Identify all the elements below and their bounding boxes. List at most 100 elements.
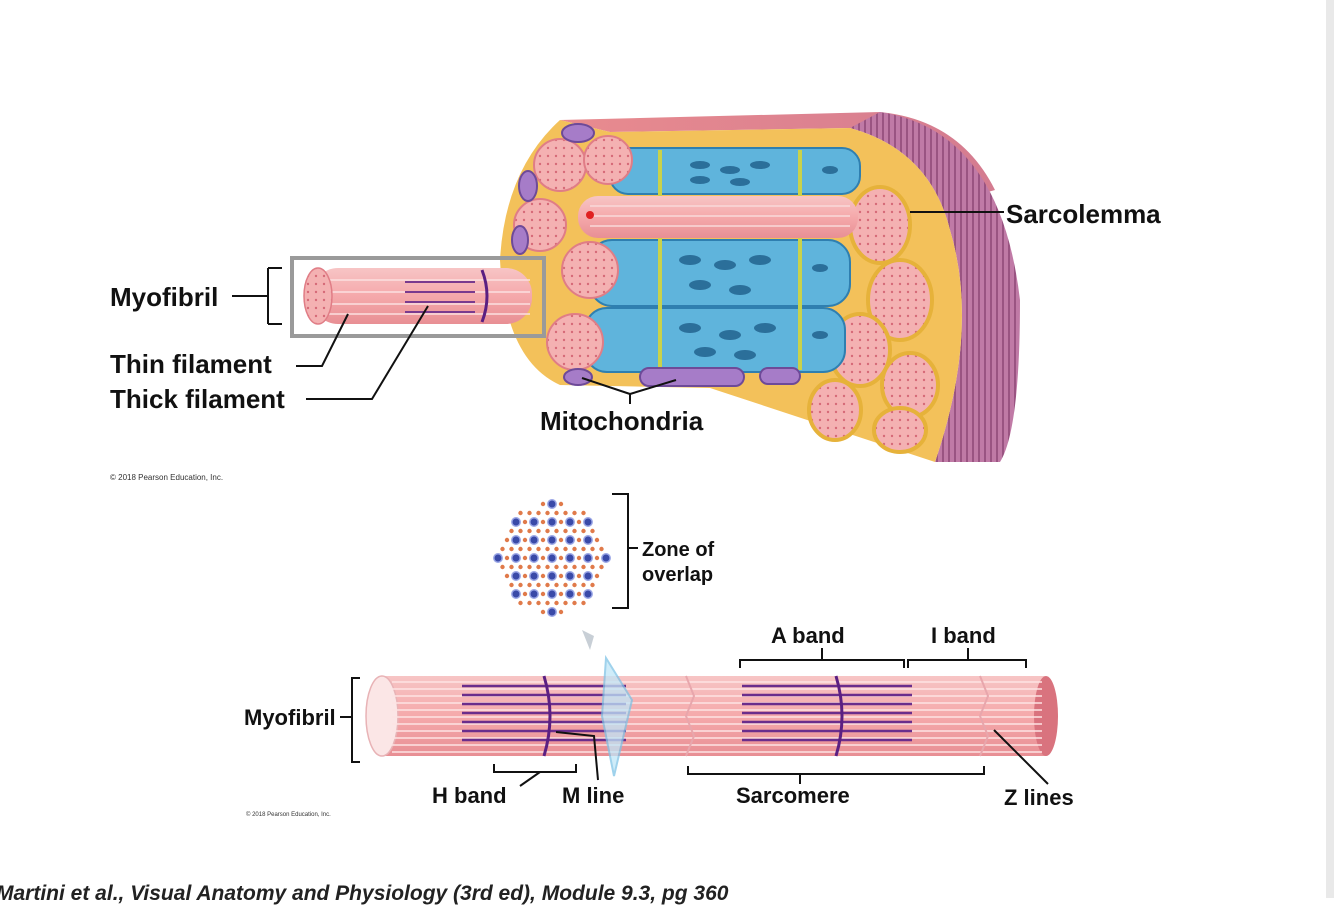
thick-filament-dot [547,535,557,545]
thin-filament-dot [599,564,604,570]
top-leader-lines [232,211,1004,404]
thin-filament-dot [563,600,568,606]
thin-filament-dot [518,510,523,516]
thin-filament-dot [554,582,559,588]
myofibril-cross-sections [807,185,940,454]
window-edge [1326,0,1334,898]
thin-filament-dot [558,519,564,525]
thin-filament-dot [540,591,546,597]
thin-filament-dot [572,510,577,516]
mitochondria-shapes [511,123,801,387]
thin-filament-dot [504,555,510,561]
thin-filament-dot [581,564,586,570]
label-sarcolemma: Sarcolemma [1006,199,1161,229]
thick-filament-dot [511,517,521,527]
thin-filament-dot [540,573,546,579]
copyright-bottom: © 2018 Pearson Education, Inc. [246,811,331,818]
thin-filament-dot [545,600,550,606]
label-a-band: A band [771,623,845,648]
thin-filament-dot [504,573,510,579]
thick-filament-dot [511,571,521,581]
label-thin-filament: Thin filament [110,349,272,379]
thick-filament-dot [547,499,557,509]
cross-section-plane [600,654,634,777]
pointer-arrow [582,630,594,650]
thin-filament-dot [594,573,600,579]
thin-filament-dot [540,609,546,615]
thin-filament-dot [558,501,564,507]
thick-filament-dot [565,571,575,581]
thin-filament-dot [522,573,528,579]
thin-filament-dot [554,528,559,534]
thin-filament-dot [518,546,523,552]
label-zone-of-overlap-line1: Zone of [642,539,715,561]
thin-filament-dot [563,510,568,516]
thick-filament-dot [529,535,539,545]
thin-filament-dot [576,555,582,561]
thin-filament-dot [518,564,523,570]
label-sarcomere: Sarcomere [736,783,850,808]
thin-filament-dot [581,528,586,534]
thick-filament-dot [565,553,575,563]
thick-filament-dot [511,535,521,545]
thick-filament-dot [511,553,521,563]
thin-filament-dot [563,528,568,534]
thick-filament-dot [547,571,557,581]
thin-filament-dot [590,528,595,534]
thin-filament-dot [540,555,546,561]
zone-of-overlap-cross-section [493,499,611,617]
thin-filament-dot [599,546,604,552]
bottom-leader-lines [340,648,1049,787]
thin-filament-dot [563,546,568,552]
thick-filament-dot [583,535,593,545]
thin-filament-dot [504,537,510,543]
thin-filament-dot [554,600,559,606]
thick-filament-dot [547,517,557,527]
thin-filament-dot [594,555,600,561]
myofibril-end-caps [513,135,633,371]
thin-filament-dot [536,582,541,588]
thin-filament-dot [545,528,550,534]
thick-filament-dot [529,553,539,563]
thin-filament-dot [558,609,564,615]
thin-filament-dot [545,582,550,588]
thin-filament-dot [518,528,523,534]
thin-filament-dot [536,564,541,570]
label-zone-of-overlap-line2: overlap [642,564,713,586]
thick-filament-dot [511,589,521,599]
label-myofibril-top: Myofibril [110,282,218,312]
thin-filament-dot [509,582,514,588]
thin-filament-dot [576,573,582,579]
thin-filament-dot [522,519,528,525]
sarcoplasmic-reticulum [584,147,861,373]
thin-filament-dot [527,600,532,606]
thin-filament-dot [572,600,577,606]
thick-filament-dot [565,535,575,545]
thin-filament-dot [572,564,577,570]
thin-filament-dot [581,546,586,552]
label-mitochondria: Mitochondria [540,406,704,436]
thin-filament-dot [576,519,582,525]
thin-filament-dot [576,537,582,543]
thin-filament-dot [581,582,586,588]
thin-filament-dot [522,591,528,597]
thin-filament-dot [500,546,505,552]
thin-filament-dot [558,537,564,543]
thin-filament-dot [590,582,595,588]
thick-filament-dot [547,553,557,563]
thick-filament-dot [493,553,503,563]
thin-filament-dot [545,564,550,570]
long-myofibril [365,654,1058,777]
thin-filament-dot [590,564,595,570]
thin-filament-dot [527,510,532,516]
thin-filament-dot [540,537,546,543]
citation-footer: Martini et al., Visual Anatomy and Physi… [0,882,729,905]
thin-filament-dot [522,537,528,543]
overlap-bracket [612,493,638,609]
thin-filament-dot [581,600,586,606]
thin-filament-dot [536,546,541,552]
thin-filament-dot [563,564,568,570]
thin-filament-dot [558,573,564,579]
thin-filament-dot [576,591,582,597]
